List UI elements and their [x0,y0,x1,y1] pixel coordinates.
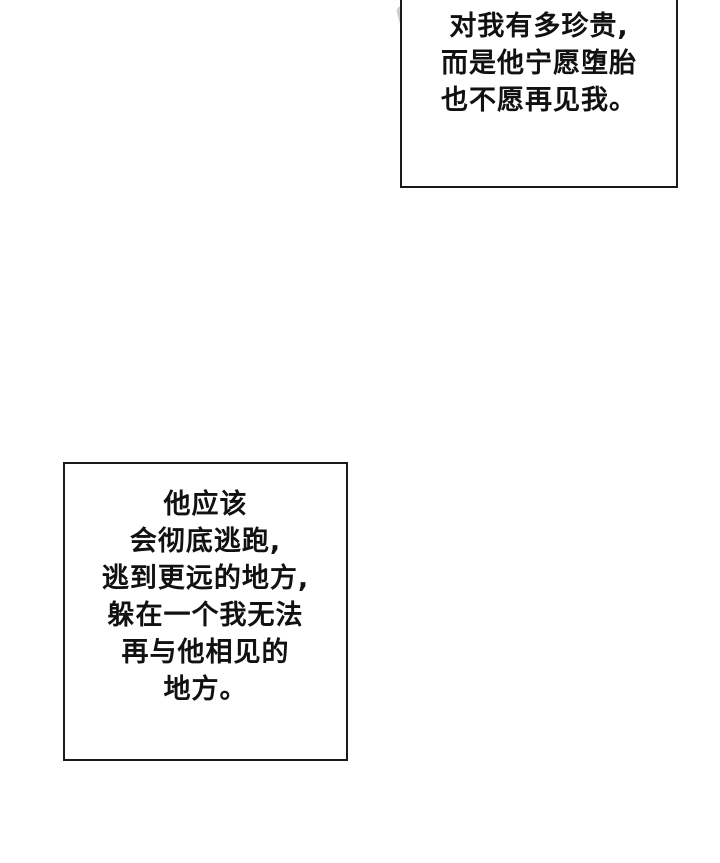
caption-line: 也不愿再见我。 [441,85,637,116]
caption-line: 而是他宁愿堕胎 [441,48,637,79]
caption-line: 躲在一个我无法 [107,600,304,631]
caption-line: 地方。 [163,674,248,705]
caption-line: 逃到更远的地方, [101,563,310,594]
caption-box-bottom: 他应该 会彻底逃跑, 逃到更远的地方, 躲在一个我无法 再与他相见的 地方。 [63,462,348,761]
caption-line: 对我有多珍贵, [449,11,629,42]
caption-line: 会彻底逃跑, [129,526,282,557]
caption-line: 他应该 [163,489,248,520]
caption-line: 再与他相见的 [121,637,290,668]
caption-box-top: 对我有多珍贵, 而是他宁愿堕胎 也不愿再见我。 [400,0,678,188]
